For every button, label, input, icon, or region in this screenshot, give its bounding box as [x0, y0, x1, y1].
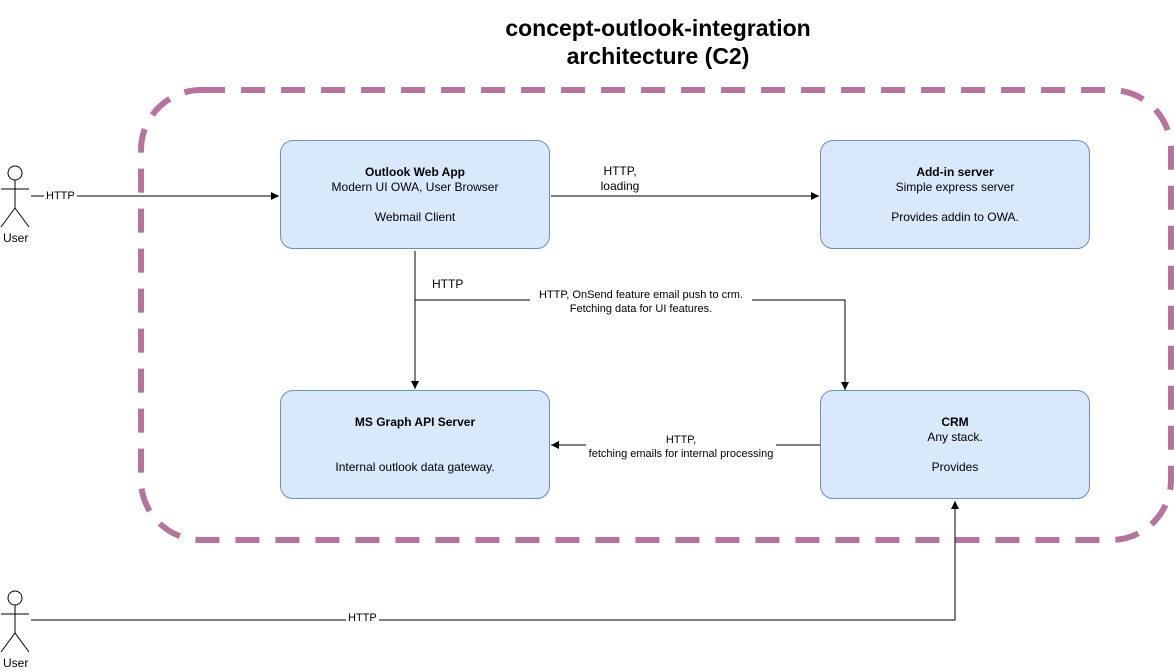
box-ms-graph-line-2: [281, 445, 549, 460]
edge-label-owa-to-addin: HTTP, loading: [585, 164, 655, 194]
box-ms-graph-api-server[interactable]: MS Graph API Server Internal outlook dat…: [280, 390, 550, 499]
edge-label-owa-to-crm-line-1: HTTP, OnSend feature email push to crm.: [539, 289, 743, 301]
box-outlook-web-app-line-3: Webmail Client: [374, 210, 456, 224]
edge-label-user-to-owa: HTTP: [44, 189, 77, 203]
diagram-title-line-2: architecture (C2): [566, 43, 750, 69]
user-bottom-label: User: [3, 656, 29, 670]
user-top-actor-icon: [0, 165, 30, 228]
box-ms-graph-line-1: [281, 430, 549, 445]
box-crm-name: CRM: [941, 415, 969, 429]
box-crm-line-2: [821, 445, 1089, 460]
box-addin-server-line-2: [821, 195, 1089, 210]
edge-label-crm-to-graph-line-1: HTTP,: [665, 434, 697, 446]
box-addin-server-line-3: Provides addin to OWA.: [891, 210, 1019, 224]
box-addin-server-line-1: Simple express server: [895, 180, 1015, 194]
box-addin-server[interactable]: Add-in server Simple express server Prov…: [820, 140, 1090, 249]
box-addin-server-name: Add-in server: [916, 165, 994, 179]
box-outlook-web-app[interactable]: Outlook Web App Modern UI OWA, User Brow…: [280, 140, 550, 249]
edge-label-user-to-crm: HTTP: [346, 611, 379, 625]
user-top-label: User: [3, 231, 29, 245]
edge-label-crm-to-graph: HTTP, fetching emails for internal proce…: [586, 433, 776, 461]
diagram-title-line-1: concept-outlook-integration: [505, 15, 811, 41]
box-ms-graph-line-3: Internal outlook data gateway.: [335, 460, 495, 474]
box-ms-graph-name: MS Graph API Server: [354, 415, 476, 429]
edge-label-owa-to-addin-line-2: loading: [600, 179, 640, 193]
edge-label-owa-to-crm: HTTP, OnSend feature email push to crm. …: [530, 288, 752, 316]
edge-label-owa-to-addin-line-1: HTTP,: [603, 164, 637, 178]
edge-user-to-crm: [31, 501, 959, 621]
user-bottom-actor-icon: [0, 590, 30, 653]
box-crm[interactable]: CRM Any stack. Provides: [820, 390, 1090, 499]
edge-label-crm-to-graph-line-2: fetching emails for internal processing: [588, 448, 774, 460]
edge-label-owa-to-crm-line-2: Fetching data for UI features.: [569, 303, 713, 315]
box-outlook-web-app-line-1: Modern UI OWA, User Browser: [331, 180, 499, 194]
box-crm-line-1: Any stack.: [927, 430, 983, 444]
box-outlook-web-app-name: Outlook Web App: [365, 165, 465, 179]
box-outlook-web-app-line-2: [281, 195, 549, 210]
box-crm-line-3: Provides: [931, 460, 979, 474]
system-boundary: [138, 87, 1174, 543]
edge-label-owa-to-graph: HTTP: [432, 277, 464, 291]
diagram-title: concept-outlook-integration architecture…: [458, 14, 858, 70]
